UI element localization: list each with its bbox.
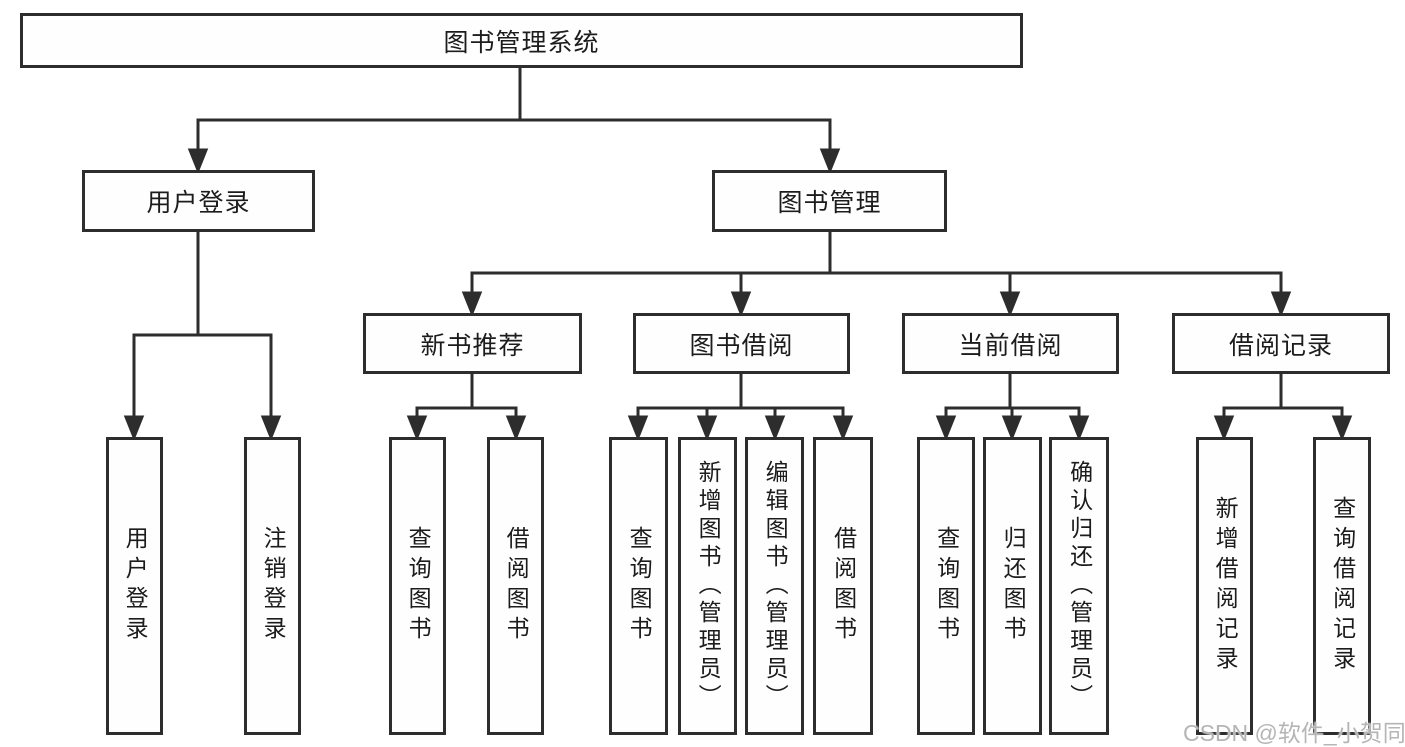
- leaf-borrow-query-books: 查询图书: [609, 437, 668, 735]
- leaf-recommend-borrow-books: 借阅图书: [487, 437, 544, 735]
- leaf-recommend-query-books: 查询图书: [389, 437, 446, 735]
- leaf-borrow-books: 借阅图书: [813, 437, 873, 735]
- csdn-watermark: CSDN @软件_小贺同学: [1183, 720, 1405, 746]
- leaf-confirm-return-admin-label: 确认归还（管理员）: [1066, 460, 1093, 712]
- leaf-current-query-books-label: 查询图书: [933, 526, 960, 646]
- node-borrowing-records: 借阅记录: [1172, 313, 1390, 374]
- leaf-edit-books-admin-label: 编辑图书（管理员）: [762, 460, 789, 712]
- leaf-recommend-borrow-books-label: 借阅图书: [503, 526, 530, 646]
- leaf-recommend-query-books-label: 查询图书: [405, 526, 432, 646]
- node-book-management-label: 图书管理: [777, 189, 882, 217]
- connectors: [123, 68, 1353, 442]
- node-borrowing-records-label: 借阅记录: [1228, 331, 1333, 360]
- node-new-book-recommend: 新书推荐: [363, 313, 582, 374]
- leaf-borrow-query-books-label: 查询图书: [626, 526, 653, 646]
- leaf-query-borrow-record: 查询借阅记录: [1313, 437, 1371, 735]
- leaf-logout-label: 注销登录: [260, 526, 287, 646]
- node-book-borrowing-label: 图书借阅: [689, 331, 794, 360]
- leaf-current-query-books: 查询图书: [917, 437, 975, 735]
- leaf-user-login: 用户登录: [106, 437, 163, 735]
- leaf-logout: 注销登录: [244, 437, 301, 735]
- node-user-login-branch-label: 用户登录: [146, 189, 251, 217]
- leaf-borrow-books-label: 借阅图书: [830, 526, 857, 646]
- node-user-login-branch: 用户登录: [82, 170, 315, 232]
- leaf-return-books-label: 归还图书: [1000, 526, 1027, 646]
- leaf-add-borrow-record-label: 新增借阅记录: [1212, 496, 1239, 676]
- node-current-borrowing: 当前借阅: [902, 313, 1119, 374]
- leaf-query-borrow-record-label: 查询借阅记录: [1329, 496, 1356, 676]
- node-book-management: 图书管理: [712, 170, 947, 232]
- leaf-add-borrow-record: 新增借阅记录: [1196, 437, 1253, 735]
- node-root-system-label: 图书管理系统: [443, 28, 600, 57]
- leaf-user-login-label: 用户登录: [122, 526, 149, 646]
- leaf-add-books-admin: 新增图书（管理员）: [678, 437, 737, 735]
- node-current-borrowing-label: 当前借阅: [958, 331, 1063, 360]
- node-book-borrowing: 图书借阅: [633, 313, 850, 374]
- leaf-return-books: 归还图书: [983, 437, 1042, 735]
- node-new-book-recommend-label: 新书推荐: [420, 331, 525, 360]
- leaf-add-books-admin-label: 新增图书（管理员）: [695, 460, 722, 712]
- leaf-edit-books-admin: 编辑图书（管理员）: [745, 437, 804, 735]
- leaf-confirm-return-admin: 确认归还（管理员）: [1049, 437, 1109, 735]
- node-root-system: 图书管理系统: [20, 13, 1023, 68]
